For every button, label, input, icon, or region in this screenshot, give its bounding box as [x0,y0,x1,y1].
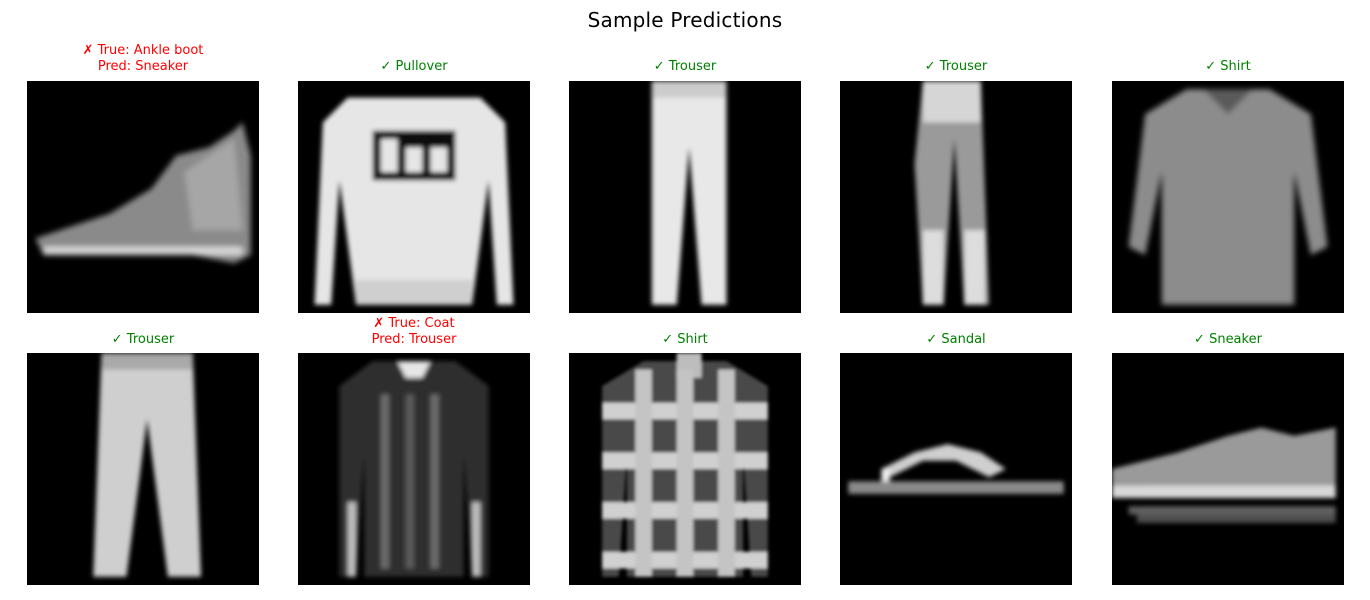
garment-image [1112,81,1344,313]
prediction-caption: ✓ Trouser [840,59,1072,75]
caption-line-2: Pred: Sneaker [97,59,189,74]
caption-line-1: ✓ Shirt [1205,59,1251,74]
garment-image [569,81,801,313]
garment-image [569,353,801,585]
caption-line-1: ✓ Sneaker [1194,332,1262,347]
caption-line-1: ✗ True: Coat [373,316,455,331]
prediction-caption: ✓ Trouser [569,59,801,75]
prediction-caption: ✗ True: Coat Pred: Trouser [298,316,530,348]
caption-line-1: ✓ Trouser [653,59,717,74]
caption-line-2: Pred: Trouser [371,332,457,347]
garment-image [27,353,259,585]
garment-image [298,81,530,313]
figure-title: Sample Predictions [587,8,783,32]
garment-image [27,81,259,313]
prediction-caption: ✓ Sandal [840,332,1072,348]
caption-line-1: ✓ Trouser [111,332,175,347]
garment-image [1112,353,1344,585]
prediction-caption: ✓ Sneaker [1112,332,1344,348]
garment-image [840,353,1072,585]
caption-line-1: ✓ Sandal [926,332,986,347]
caption-line-1: ✓ Shirt [662,332,708,347]
caption-line-1: ✓ Trouser [924,59,988,74]
caption-line-1: ✗ True: Ankle boot [82,43,204,58]
garment-image [840,81,1072,313]
garment-image [298,353,530,585]
prediction-caption: ✓ Pullover [298,59,530,75]
prediction-caption: ✓ Shirt [1112,59,1344,75]
prediction-caption: ✓ Trouser [27,332,259,348]
caption-line-1: ✓ Pullover [380,59,448,74]
prediction-caption: ✓ Shirt [569,332,801,348]
prediction-caption: ✗ True: Ankle boot Pred: Sneaker [27,43,259,75]
